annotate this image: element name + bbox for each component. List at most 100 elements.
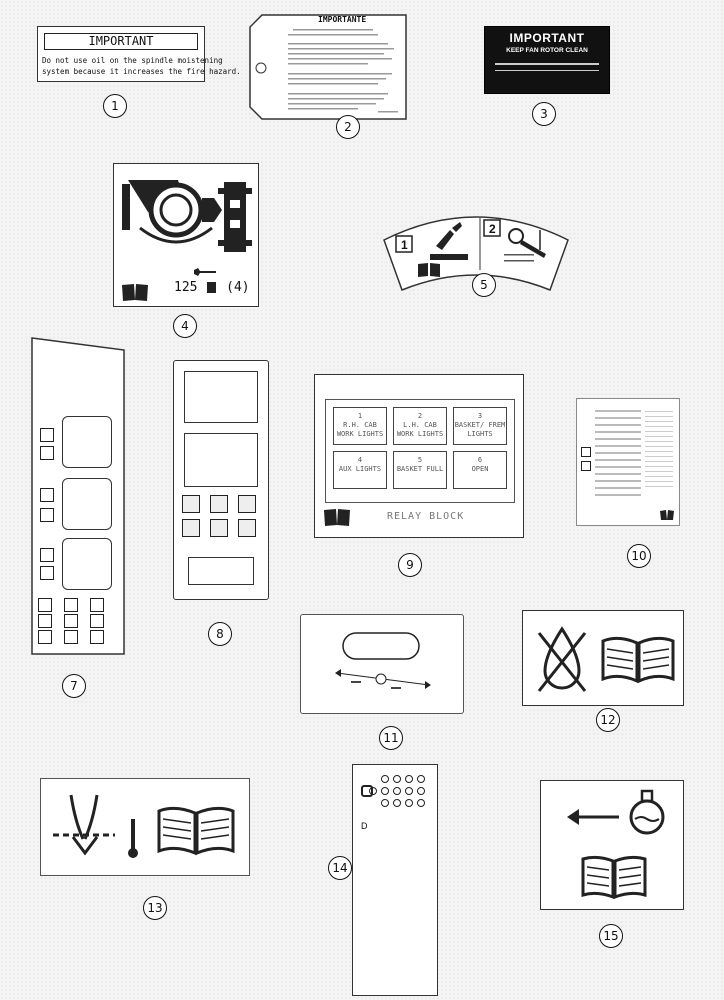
decal-5-wrench-icon (508, 228, 524, 244)
decal-2-tag (249, 14, 407, 120)
relay-cell-number: 6 (477, 456, 483, 464)
decal-7-window-1 (62, 416, 112, 468)
decal-8-button-2 (210, 495, 228, 513)
decal-5-step1-box (395, 235, 413, 253)
decal-3: IMPORTANT KEEP FAN ROTOR CLEAN (484, 26, 610, 94)
decal-8-display-3 (188, 557, 254, 585)
decal-11-slot-diagram (335, 632, 431, 689)
decal-15-fluid-reservoir-icon (629, 789, 665, 835)
decal-7-icon-1 (40, 428, 54, 442)
decal-4-torque-label: 125 (4) (174, 280, 250, 295)
decal-13-manual-icon (157, 806, 235, 856)
callout-12: 12 (596, 708, 620, 732)
decal-7-window-2 (62, 478, 112, 530)
indicator-dot (393, 787, 401, 795)
decal-15-arrow-icon (567, 809, 619, 825)
relay-cell-label: AUX LIGHTS (338, 465, 382, 473)
decal-13 (40, 778, 250, 876)
decal-1: IMPORTANT Do not use oil on the spindle … (37, 26, 241, 82)
decal-8-display-2 (184, 433, 258, 487)
decal-11 (300, 614, 464, 714)
decal-13-thermometer-icon (128, 819, 138, 858)
decal-14-indicator-grid (359, 771, 433, 807)
decal-1-heading-box: IMPORTANT (44, 33, 198, 50)
indicator-dot (381, 787, 389, 795)
decal-14: D (352, 764, 438, 996)
indicator-dot (393, 799, 401, 807)
decal-7-icon-5 (40, 548, 54, 562)
decal-8-button-3 (238, 495, 256, 513)
decal-10-icon-a (581, 447, 591, 457)
decal-5-step1: 1 (401, 238, 408, 252)
decal-7-icon-9 (90, 598, 104, 612)
decal-10-manual-icon (660, 510, 674, 520)
decal-12-no-oil-icon (537, 626, 587, 692)
decal-5-manual-icon (418, 263, 440, 277)
decal-9-frame (325, 399, 515, 503)
indicator-dot (405, 799, 413, 807)
decal-3-subheading: KEEP FAN ROTOR CLEAN (506, 47, 588, 54)
decal-4-nut-icon (207, 282, 217, 293)
relay-cell-label: L.H. CAB WORK LIGHTS (396, 421, 444, 438)
decal-5-step2-box (483, 219, 501, 237)
decal-7-window-3 (62, 538, 112, 590)
relay-cell-label: BASKET/ FREM LIGHTS (454, 421, 506, 438)
callout-14: 14 (328, 856, 352, 880)
decal-7-icon-12 (90, 614, 104, 628)
indicator-dot (405, 775, 413, 783)
decal-7-icon-13 (38, 630, 52, 644)
decal-7-icon-3 (40, 488, 54, 502)
relay-cell-number: 3 (477, 412, 483, 420)
decal-9-footer: RELAY BLOCK (387, 511, 465, 522)
decal-2-heading: IMPORTANTE (318, 15, 367, 24)
decal-4-drive-illustration (122, 180, 252, 252)
decal-7-icon-6 (40, 566, 54, 580)
decal-10-grid (595, 405, 641, 501)
decal-7-icon-11 (64, 614, 78, 628)
indicator-dot (381, 799, 389, 807)
decal-7-icon-10 (38, 614, 52, 628)
relay-cell-number: 5 (417, 456, 423, 464)
decal-3-heading: IMPORTANT (509, 31, 585, 45)
callout-9: 9 (398, 553, 422, 577)
indicator-dot (393, 775, 401, 783)
callout-13: 13 (143, 896, 167, 920)
callout-3: 3 (532, 102, 556, 126)
decal-8-button-5 (210, 519, 228, 537)
relay-cell-label: BASKET FULL (396, 465, 444, 473)
decal-5 (383, 216, 569, 291)
callout-10: 10 (627, 544, 651, 568)
decal-7-icon-8 (64, 598, 78, 612)
callout-8: 8 (208, 622, 232, 646)
decal-8-display-1 (184, 371, 258, 423)
decal-9-manual-icon (324, 509, 350, 526)
indicator-dot (381, 775, 389, 783)
decal-12 (522, 610, 684, 706)
decal-7-icon-4 (40, 508, 54, 522)
decal-15 (540, 780, 684, 910)
relay-cell-number: 4 (357, 456, 363, 464)
callout-5: 5 (472, 273, 496, 297)
decal-10 (576, 398, 680, 526)
callout-15: 15 (599, 924, 623, 948)
decal-4-torque-unit: (4) (226, 280, 250, 295)
decal-5-grease-gun-icon (436, 222, 462, 250)
callout-1: 1 (103, 94, 127, 118)
decal-4-manual-icon (122, 284, 148, 301)
decal-13-airflow-icon (53, 794, 115, 856)
decal-1-line1: Do not use oil on the spindle moistening (42, 56, 223, 65)
decal-10-icon-b (581, 461, 591, 471)
indicator-dot (417, 775, 425, 783)
decal-7-icon-2 (40, 446, 54, 460)
decal-7-icon-15 (90, 630, 104, 644)
callout-2: 2 (336, 115, 360, 139)
relay-cell-label: OPEN (471, 465, 489, 473)
relay-cell-number: 2 (417, 412, 423, 420)
indicator-dot (405, 787, 413, 795)
decal-2-eyelet (255, 62, 267, 74)
